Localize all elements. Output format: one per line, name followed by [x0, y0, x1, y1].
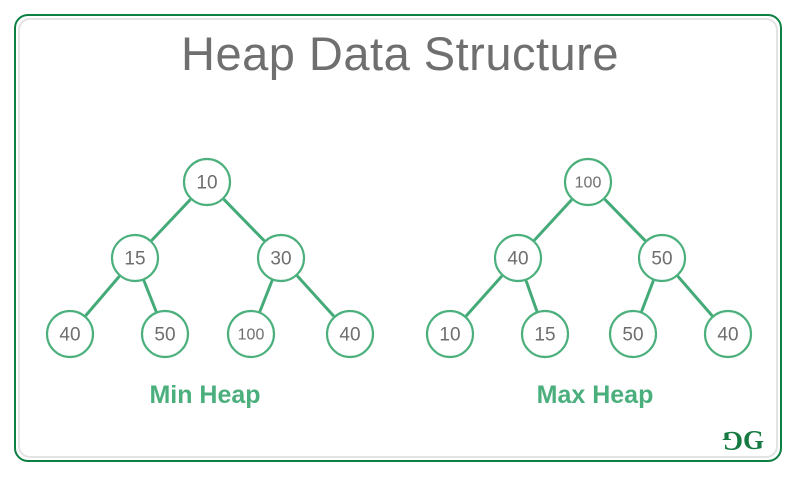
- node-circle: [637, 233, 687, 283]
- tree-node: 15: [110, 233, 160, 283]
- node-value: 40: [507, 249, 528, 270]
- tree-node: 50: [140, 309, 190, 359]
- tree-edge: [258, 279, 274, 313]
- node-circle: [425, 309, 475, 359]
- logo-glyph-g-rotated: G: [722, 426, 744, 456]
- node-circle: [493, 233, 543, 283]
- node-value: 40: [717, 325, 738, 346]
- node-circle: [182, 157, 232, 207]
- geeksforgeeks-logo: GG: [722, 425, 765, 456]
- node-value: 30: [270, 249, 291, 270]
- tree-edge: [150, 198, 192, 242]
- tree-node: 10: [182, 157, 232, 207]
- logo-glyph-g: G: [743, 425, 765, 455]
- node-value: 50: [622, 325, 643, 346]
- tree-node: 40: [45, 309, 95, 359]
- node-value: 40: [59, 325, 80, 346]
- node-circle: [110, 233, 160, 283]
- tree-node: 40: [703, 309, 753, 359]
- tree-edge: [222, 198, 266, 242]
- tree-edge: [296, 275, 335, 317]
- node-value: 15: [534, 325, 555, 346]
- tree-edge: [676, 275, 714, 317]
- tree-node: 40: [493, 233, 543, 283]
- page-title: Heap Data Structure: [181, 27, 619, 80]
- node-circle: [703, 309, 753, 359]
- tree-node: 100: [563, 157, 613, 207]
- tree-node: 40: [325, 309, 375, 359]
- node-value: 100: [575, 175, 602, 192]
- nodes-layer: 10 15 30 40 50 100 40 100 40 50 10 15 50 40: [45, 157, 753, 359]
- tree-node: 100: [226, 309, 276, 359]
- node-circle: [608, 309, 658, 359]
- node-value: 50: [651, 249, 672, 270]
- node-value: 10: [439, 325, 460, 346]
- tree-edge: [603, 198, 647, 242]
- node-circle: [226, 309, 276, 359]
- node-circle: [325, 309, 375, 359]
- node-circle: [520, 309, 570, 359]
- tree-node: 15: [520, 309, 570, 359]
- node-value: 50: [154, 325, 175, 346]
- tree-node: 50: [637, 233, 687, 283]
- node-value: 15: [124, 249, 145, 270]
- tree-edge: [142, 279, 158, 313]
- tree-node: 10: [425, 309, 475, 359]
- node-value: 100: [238, 327, 265, 344]
- node-circle: [45, 309, 95, 359]
- tree-node: 30: [256, 233, 306, 283]
- node-circle: [256, 233, 306, 283]
- edges-layer: [84, 198, 714, 317]
- node-value: 10: [196, 173, 217, 194]
- caption-min-heap: Min Heap: [149, 381, 261, 409]
- node-circle: [563, 157, 613, 207]
- tree-edge: [465, 275, 503, 317]
- tree-node: 50: [608, 309, 658, 359]
- tree-edge: [524, 280, 539, 312]
- tree-edge: [533, 198, 573, 242]
- caption-max-heap: Max Heap: [536, 381, 654, 409]
- tree-edge: [640, 279, 655, 313]
- node-circle: [140, 309, 190, 359]
- node-value: 40: [339, 325, 360, 346]
- tree-edge: [84, 275, 121, 317]
